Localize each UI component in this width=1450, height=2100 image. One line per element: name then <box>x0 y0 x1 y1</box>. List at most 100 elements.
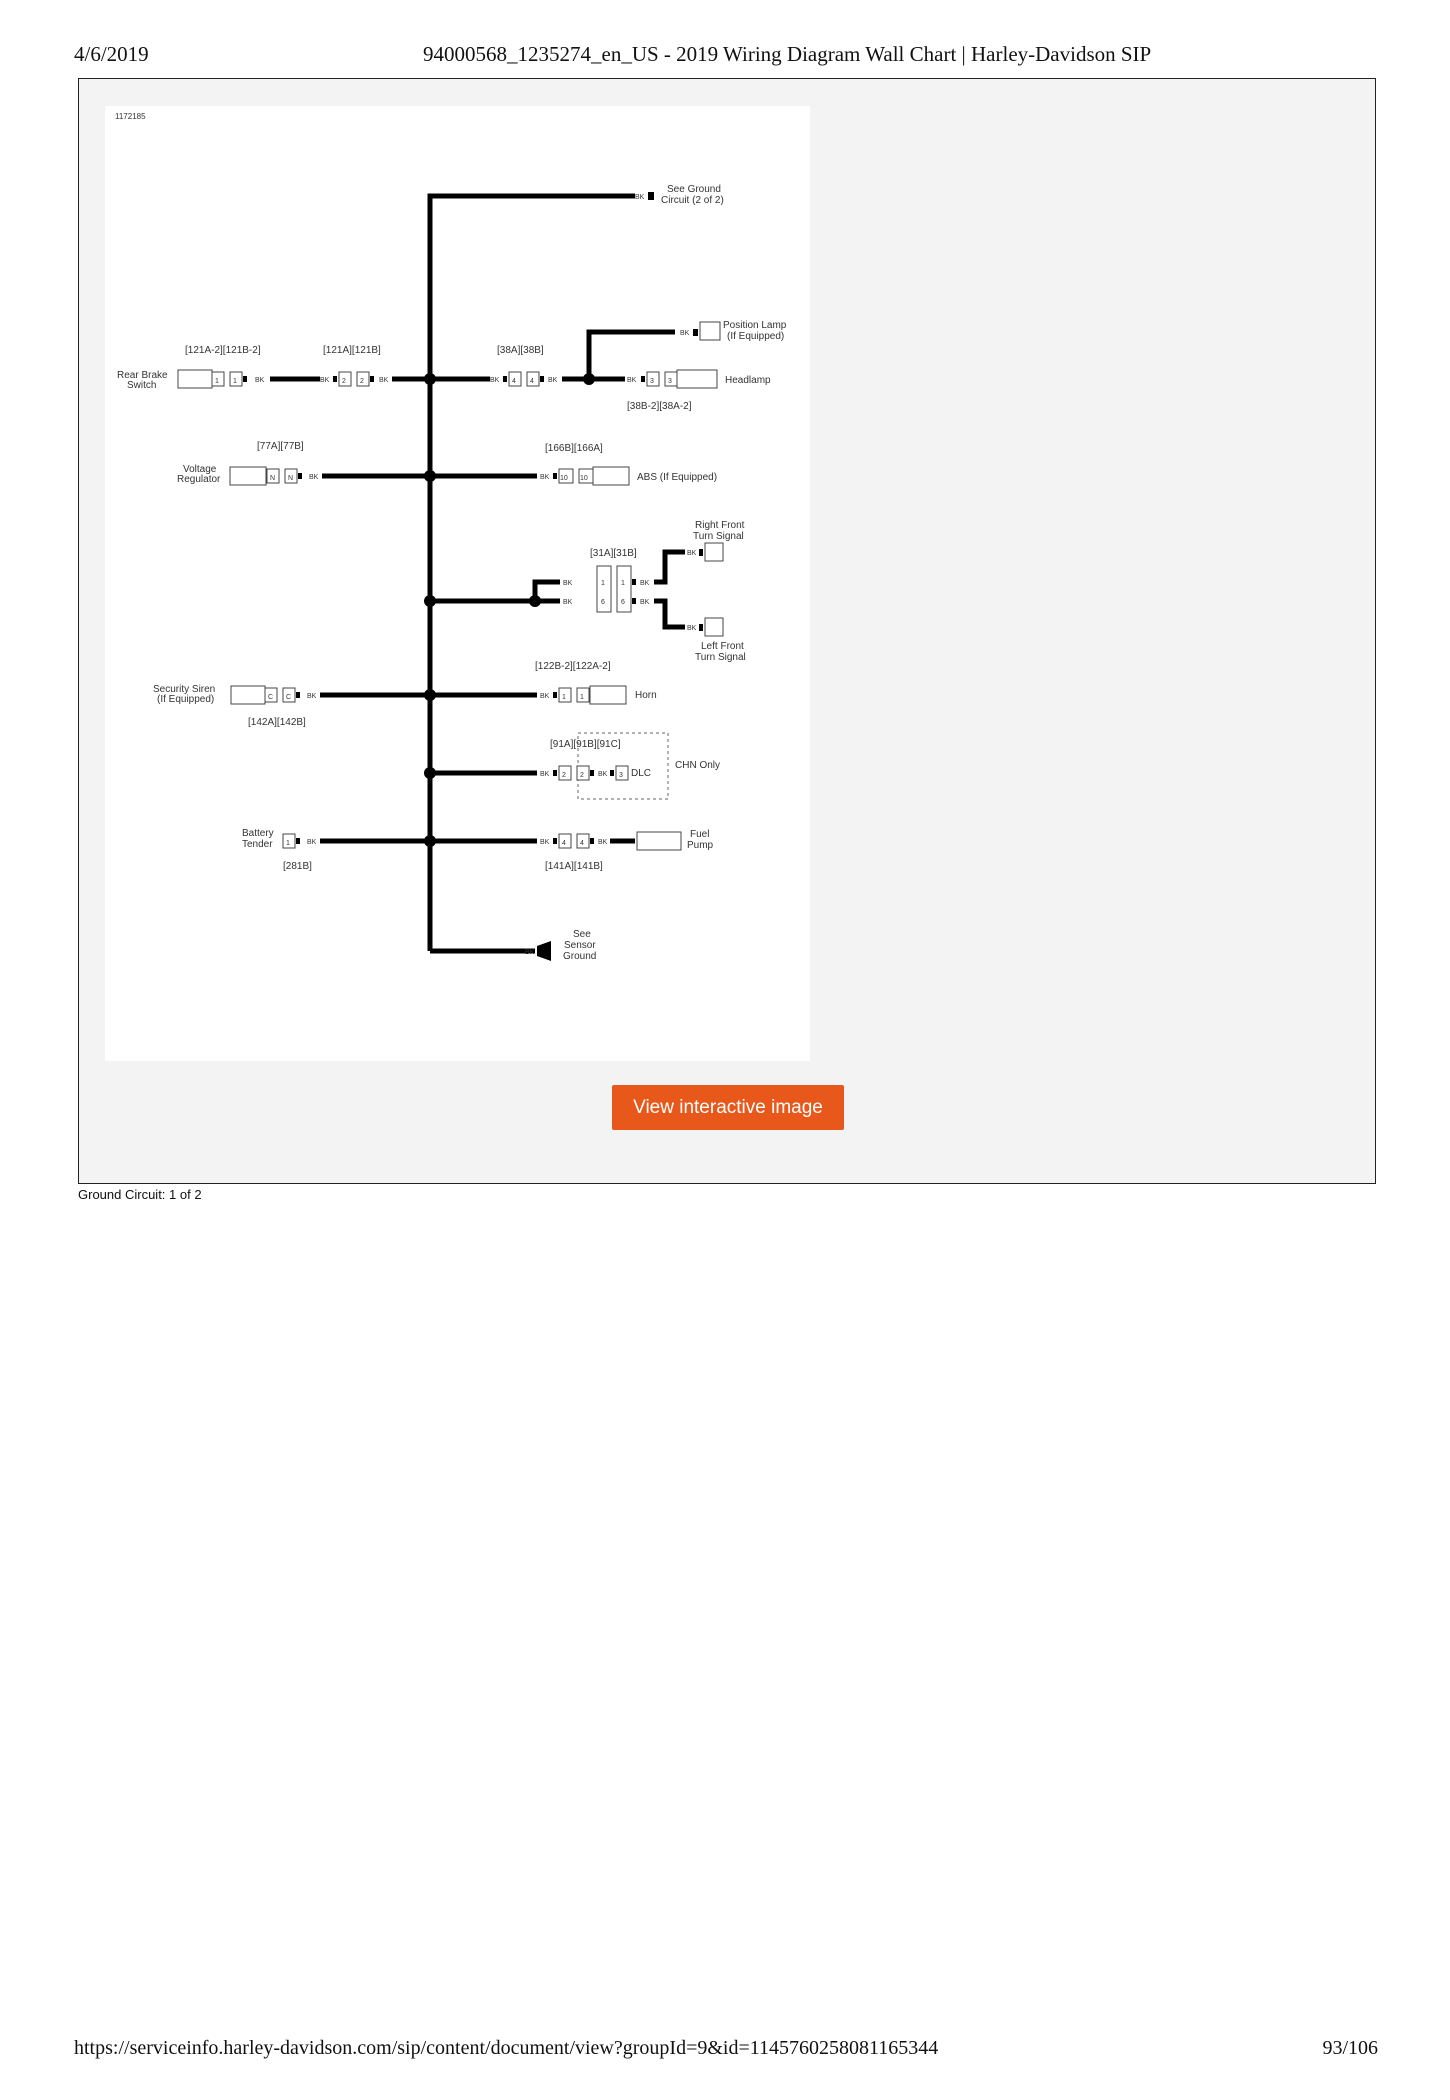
svg-text:[121A-2][121B-2]: [121A-2][121B-2] <box>185 345 261 356</box>
svg-text:Fuel: Fuel <box>690 829 709 840</box>
row-security-siren-horn: [122B-2][122A-2] Security Siren (If Equi… <box>153 661 657 728</box>
svg-text:BK: BK <box>598 839 608 846</box>
row-rear-brake-headlamp: [121A-2][121B-2] [121A][121B] [38A][38B]… <box>117 320 787 412</box>
svg-text:(If Equipped): (If Equipped) <box>157 694 214 705</box>
svg-text:BK: BK <box>307 693 317 700</box>
header-title: 94000568_1235274_en_US - 2019 Wiring Dia… <box>423 42 1152 66</box>
svg-text:4: 4 <box>512 378 516 385</box>
svg-text:BK: BK <box>563 599 573 606</box>
svg-text:2: 2 <box>342 378 346 385</box>
svg-text:[77A][77B]: [77A][77B] <box>257 441 304 452</box>
header-date: 4/6/2019 <box>74 42 149 66</box>
svg-text:Security Siren: Security Siren <box>153 684 215 695</box>
svg-text:Battery: Battery <box>242 828 274 839</box>
svg-text:[38A][38B]: [38A][38B] <box>497 345 544 356</box>
svg-text:6: 6 <box>601 599 605 606</box>
svg-text:[121A][121B]: [121A][121B] <box>323 345 381 356</box>
svg-text:1: 1 <box>215 378 219 385</box>
svg-text:Position Lamp: Position Lamp <box>723 320 787 331</box>
svg-text:Ground: Ground <box>563 951 596 962</box>
svg-text:[31A][31B]: [31A][31B] <box>590 548 637 559</box>
svg-text:BK: BK <box>540 474 550 481</box>
svg-text:CHN Only: CHN Only <box>675 760 720 771</box>
svg-text:Pump: Pump <box>687 840 714 851</box>
svg-text:BK: BK <box>627 377 637 384</box>
svg-text:2: 2 <box>580 772 584 779</box>
svg-text:4: 4 <box>530 378 534 385</box>
svg-text:2: 2 <box>360 378 364 385</box>
svg-text:1: 1 <box>562 694 566 701</box>
svg-text:6: 6 <box>621 599 625 606</box>
row-dlc: [91A][91B][91C] CHN Only BK 2 2 BK 3 DLC <box>424 732 720 800</box>
svg-text:1: 1 <box>601 580 605 587</box>
row-turn-signals: Right Front Turn Signal [31A][31B] BK BK… <box>424 520 746 663</box>
svg-text:BK: BK <box>548 377 558 384</box>
svg-text:See Ground: See Ground <box>667 184 721 195</box>
svg-text:BK: BK <box>540 693 550 700</box>
svg-text:BK: BK <box>490 377 500 384</box>
svg-text:Tender: Tender <box>242 839 273 850</box>
svg-text:BK: BK <box>680 330 690 337</box>
svg-text:Right Front: Right Front <box>695 520 745 531</box>
wiring-diagram: 1172185 BK See Ground Circuit (2 of 2) [… <box>105 106 810 1061</box>
svg-text:Rear Brake: Rear Brake <box>117 370 168 381</box>
svg-text:4: 4 <box>580 840 584 847</box>
svg-text:[38B-2][38A-2]: [38B-2][38A-2] <box>627 401 692 412</box>
svg-text:[91A][91B][91C]: [91A][91B][91C] <box>550 739 621 750</box>
svg-text:BK: BK <box>640 599 650 606</box>
svg-text:Sensor: Sensor <box>564 940 596 951</box>
svg-text:[142A][142B]: [142A][142B] <box>248 717 306 728</box>
svg-text:2: 2 <box>562 772 566 779</box>
svg-text:1: 1 <box>621 580 625 587</box>
svg-text:Horn: Horn <box>635 690 657 701</box>
svg-text:See: See <box>573 929 591 940</box>
svg-text:BK: BK <box>320 377 330 384</box>
svg-text:BK: BK <box>635 194 645 201</box>
figure-id: 1172185 <box>115 112 146 121</box>
svg-text:10: 10 <box>580 475 588 482</box>
svg-text:ABS (If Equipped): ABS (If Equipped) <box>637 472 717 483</box>
svg-text:Headlamp: Headlamp <box>725 375 771 386</box>
view-interactive-image-button[interactable]: View interactive image <box>612 1085 844 1130</box>
svg-text:BK: BK <box>379 377 389 384</box>
footer-page-number: 93/106 <box>1322 2037 1378 2059</box>
svg-text:1: 1 <box>286 840 290 847</box>
svg-text:Turn Signal: Turn Signal <box>695 652 746 663</box>
svg-text:3: 3 <box>619 772 623 779</box>
svg-text:1: 1 <box>233 378 237 385</box>
svg-text:3: 3 <box>650 378 654 385</box>
svg-text:N: N <box>270 475 275 482</box>
svg-text:4: 4 <box>562 840 566 847</box>
svg-text:BK: BK <box>640 580 650 587</box>
row-voltage-regulator-abs: [77A][77B] [166B][166A] Voltage Regulato… <box>177 441 717 486</box>
sensor-ground: BK See Sensor Ground <box>525 929 596 962</box>
svg-text:N: N <box>288 475 293 482</box>
svg-text:Turn Signal: Turn Signal <box>693 531 744 542</box>
svg-text:BK: BK <box>540 771 550 778</box>
svg-text:DLC: DLC <box>631 768 651 779</box>
svg-text:BK: BK <box>540 839 550 846</box>
svg-text:Voltage: Voltage <box>183 464 217 475</box>
svg-text:C: C <box>286 694 291 701</box>
row-battery-tender-fuel-pump: Battery Tender 1 BK [281B] BK 4 4 BK Fue… <box>242 828 714 872</box>
svg-text:BK: BK <box>255 377 265 384</box>
svg-text:Circuit (2 of 2): Circuit (2 of 2) <box>661 195 724 206</box>
svg-text:[281B]: [281B] <box>283 861 312 872</box>
footer-url: https://serviceinfo.harley-davidson.com/… <box>74 2037 939 2059</box>
svg-text:1: 1 <box>580 694 584 701</box>
svg-text:10: 10 <box>560 475 568 482</box>
svg-text:BK: BK <box>598 771 608 778</box>
svg-text:3: 3 <box>668 378 672 385</box>
figure-caption: Ground Circuit: 1 of 2 <box>78 1187 202 1202</box>
svg-text:[122B-2][122A-2]: [122B-2][122A-2] <box>535 661 611 672</box>
svg-text:BK: BK <box>307 839 317 846</box>
svg-text:Regulator: Regulator <box>177 474 221 485</box>
see-ground-circuit: BK See Ground Circuit (2 of 2) <box>635 184 724 206</box>
svg-text:Left Front: Left Front <box>701 641 744 652</box>
svg-text:BK: BK <box>687 550 697 557</box>
svg-text:BK: BK <box>687 625 697 632</box>
svg-text:C: C <box>268 694 273 701</box>
svg-text:BK: BK <box>525 949 535 956</box>
svg-text:Switch: Switch <box>127 380 156 391</box>
svg-text:[141A][141B]: [141A][141B] <box>545 861 603 872</box>
